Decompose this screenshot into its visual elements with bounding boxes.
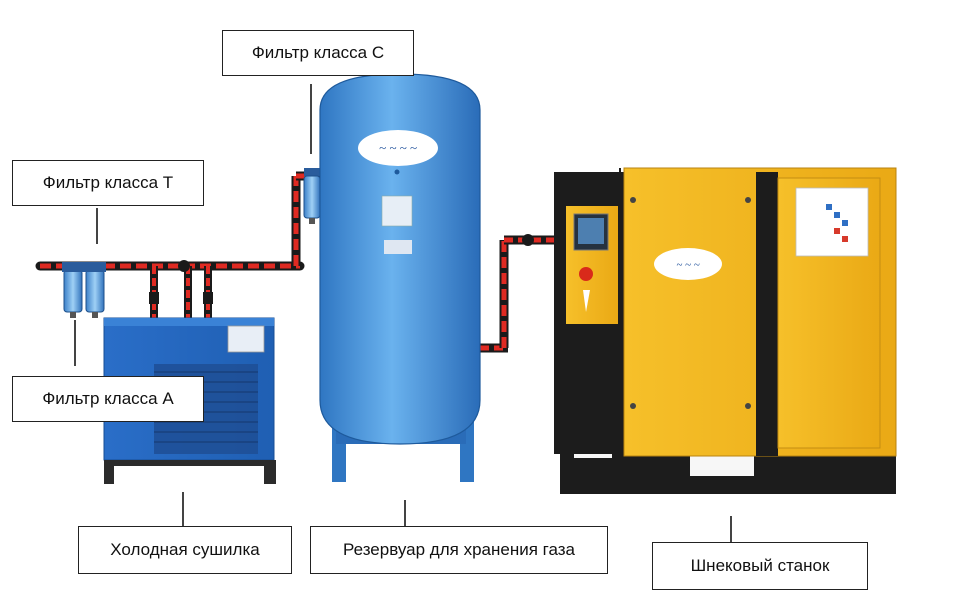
label-compressor: Шнековый станок — [652, 542, 868, 590]
leader-tank — [404, 500, 406, 526]
screw-compressor: ~ ~ ~ — [554, 167, 897, 494]
leader-filter-t — [96, 208, 98, 244]
pipework — [35, 171, 556, 353]
refrigerated-dryer — [103, 317, 276, 484]
leader-filter-a — [74, 320, 76, 366]
leader-filter-c — [310, 84, 312, 154]
label-filter-t: Фильтр класса T — [12, 160, 204, 206]
leader-dryer — [182, 492, 184, 526]
air-storage-tank: ~ ~ ~ ~ — [319, 73, 481, 482]
svg-text:~ ~ ~ ~: ~ ~ ~ ~ — [379, 140, 417, 155]
label-filter-a: Фильтр класса A — [12, 376, 204, 422]
leader-compressor — [730, 516, 732, 544]
filter-pair-left — [62, 262, 106, 318]
svg-text:~ ~ ~: ~ ~ ~ — [676, 259, 699, 271]
label-filter-c: Фильтр класса C — [222, 30, 414, 76]
label-dryer: Холодная сушилка — [78, 526, 292, 574]
filter-c — [303, 168, 321, 224]
label-tank: Резервуар для хранения газа — [310, 526, 608, 574]
